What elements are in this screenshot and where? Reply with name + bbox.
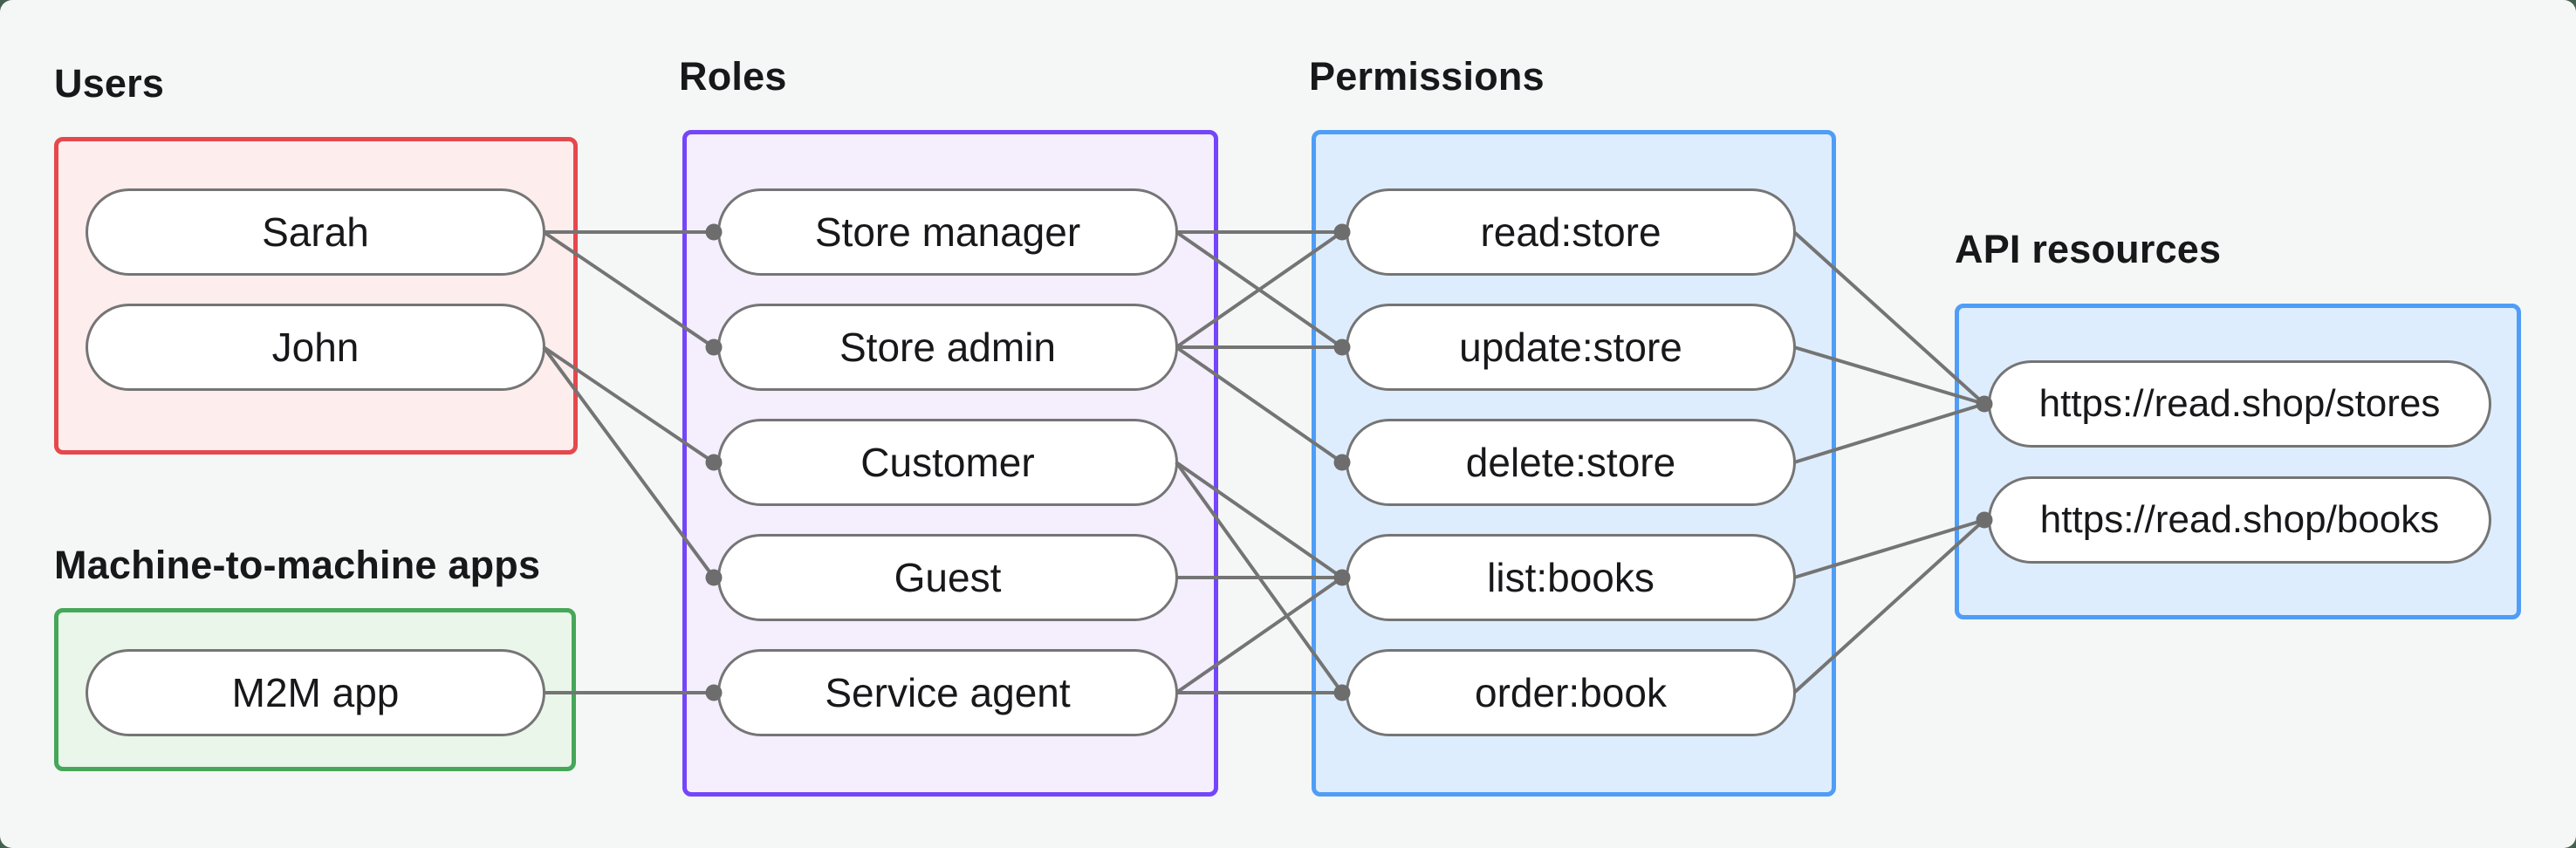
roles-group-label: Roles — [679, 54, 787, 99]
node-api-books: https://read.shop/books — [1988, 476, 2491, 564]
node-guest: Guest — [717, 534, 1178, 621]
node-john: John — [86, 304, 545, 391]
api-group-box — [1955, 304, 2521, 619]
node-store-manager: Store manager — [717, 188, 1178, 276]
users-group-box — [54, 137, 578, 455]
permissions-group-label: Permissions — [1309, 54, 1545, 99]
node-order-book: order:book — [1346, 649, 1796, 736]
node-delete-store: delete:store — [1346, 419, 1796, 506]
node-list-books: list:books — [1346, 534, 1796, 621]
m2m-group-label: Machine-to-machine apps — [54, 543, 541, 587]
api-group-label: API resources — [1955, 227, 2222, 271]
node-api-stores: https://read.shop/stores — [1988, 360, 2491, 448]
node-m2m-app: M2M app — [86, 649, 545, 736]
node-store-admin: Store admin — [717, 304, 1178, 391]
node-read-store: read:store — [1346, 188, 1796, 276]
node-update-store: update:store — [1346, 304, 1796, 391]
node-sarah: Sarah — [86, 188, 545, 276]
users-group-label: Users — [54, 61, 165, 106]
node-customer: Customer — [717, 419, 1178, 506]
node-service-agent: Service agent — [717, 649, 1178, 736]
